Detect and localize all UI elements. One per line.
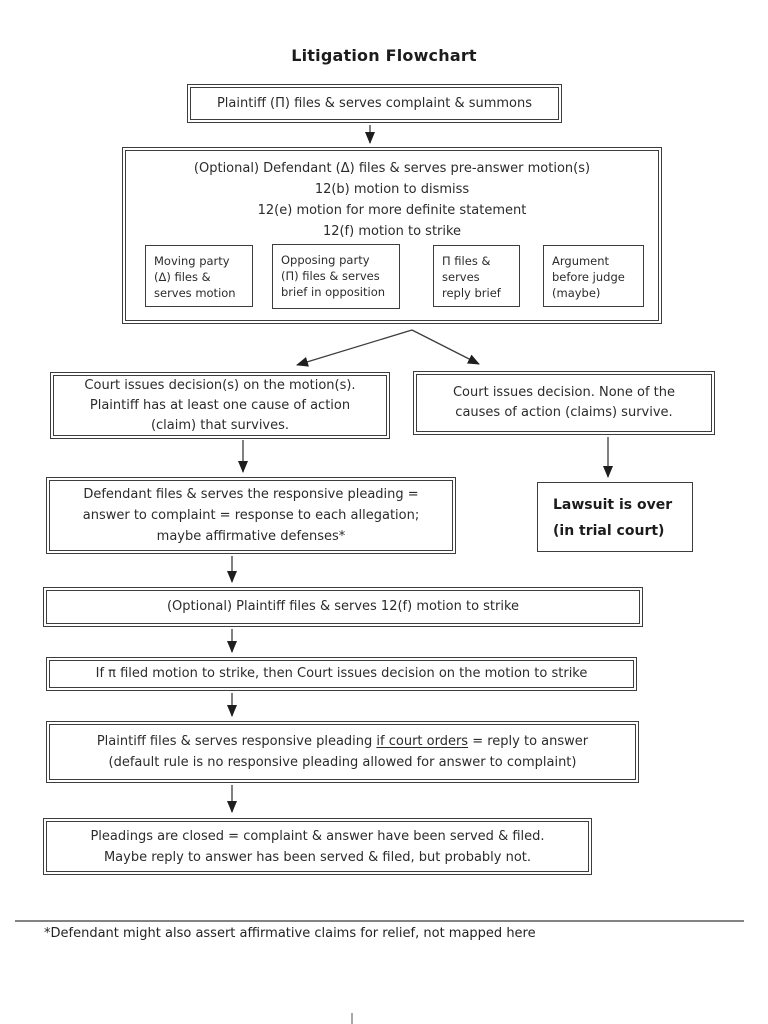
arrow-branch-right <box>411 329 480 365</box>
box-lawsuit-over: Lawsuit is over (in trial court) <box>537 482 693 552</box>
closed-line: Maybe reply to answer has been served & … <box>103 849 532 865</box>
box-defendant-answer: Defendant files & serves the responsive … <box>46 477 456 554</box>
box-step-reply-brief: Π files & serves reply brief <box>433 245 520 307</box>
step-line: Opposing party <box>281 253 370 267</box>
motion-strike-text: (Optional) Plaintiff files & serves 12(f… <box>166 599 520 614</box>
box-strike-decision: If π filed motion to strike, then Court … <box>46 657 637 691</box>
box-step-moving-party: Moving party (Δ) files & serves motion <box>145 245 253 307</box>
step-line: brief in opposition <box>281 285 386 299</box>
page-title: Litigation Flowchart <box>291 46 477 65</box>
reply-line1-underlined: if court orders <box>376 734 469 749</box>
pre-answer-line: 12(e) motion for more definite statement <box>257 203 527 218</box>
pre-answer-line: 12(f) motion to strike <box>322 224 462 239</box>
step-line: (Π) files & serves <box>281 269 380 283</box>
step-line: serves <box>442 270 480 284</box>
decision-line: Court issues decision. None of the <box>452 385 676 400</box>
step-line: reply brief <box>442 286 501 300</box>
box-reply-to-answer: Plaintiff files & serves responsive plea… <box>46 721 639 783</box>
lawsuit-line: (in trial court) <box>553 522 665 539</box>
step-line: Π files & <box>442 254 491 268</box>
reply-line-1: Plaintiff files & serves responsive plea… <box>53 731 632 752</box>
box-step-opposing-party: Opposing party (Π) files & serves brief … <box>272 244 400 309</box>
answer-line: Defendant files & serves the responsive … <box>83 487 419 502</box>
lawsuit-line: Lawsuit is over <box>553 496 673 513</box>
step-line: Argument <box>552 254 610 268</box>
box-step-argument: Argument before judge (maybe) <box>543 245 644 307</box>
step-line: before judge <box>552 270 625 284</box>
decision-line: Court issues decision(s) on the motion(s… <box>84 377 356 393</box>
box-pleadings-closed: Pleadings are closed = complaint & answe… <box>43 818 592 875</box>
answer-line: answer to complaint = response to each a… <box>82 508 420 523</box>
closed-line: Pleadings are closed = complaint & answe… <box>90 828 545 844</box>
box-decision-claim-survives: Court issues decision(s) on the motion(s… <box>50 372 390 439</box>
pre-answer-line: (Optional) Defendant (Δ) files & serves … <box>193 161 591 176</box>
box-complaint: Plaintiff (Π) files & serves complaint &… <box>187 84 562 123</box>
decision-line: (claim) that survives. <box>150 417 290 433</box>
step-line: (Δ) files & <box>154 270 211 284</box>
pre-answer-line: 12(b) motion to dismiss <box>314 182 470 197</box>
footnote: *Defendant might also assert affirmative… <box>44 926 536 941</box>
arrow-branch-left <box>296 329 413 367</box>
step-line: Moving party <box>154 254 230 268</box>
box-complaint-text: Plaintiff (Π) files & serves complaint &… <box>216 95 533 111</box>
answer-line: maybe affirmative defenses* <box>156 529 346 544</box>
reply-line-2: (default rule is no responsive pleading … <box>108 755 577 770</box>
step-line: (maybe) <box>552 286 601 300</box>
box-plaintiff-motion-strike: (Optional) Plaintiff files & serves 12(f… <box>43 587 643 627</box>
reply-line1-pre: Plaintiff files & serves responsive plea… <box>96 734 377 749</box>
decision-line: Plaintiff has at least one cause of acti… <box>89 397 351 413</box>
reply-line1-post: = reply to answer <box>468 734 589 749</box>
box-decision-no-claims: Court issues decision. None of the cause… <box>413 371 715 435</box>
strike-decision-text: If π filed motion to strike, then Court … <box>95 666 588 681</box>
step-line: serves motion <box>154 286 236 300</box>
decision-line: causes of action (claims) survive. <box>455 405 673 420</box>
